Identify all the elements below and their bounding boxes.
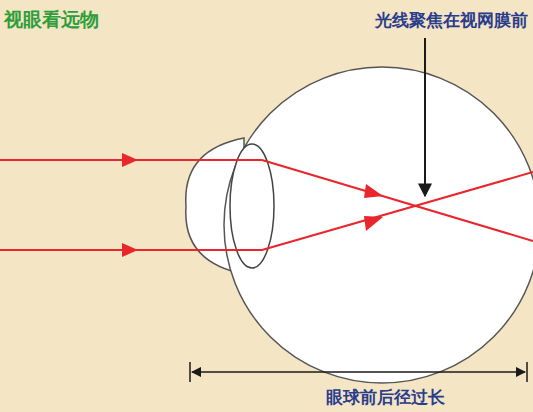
figure-title: 视眼看远物	[4, 8, 99, 31]
pointer-arrow	[424, 38, 426, 196]
dimension-label: 眼球前后径过长	[323, 387, 448, 407]
dimension-line	[190, 362, 527, 382]
light-rays	[0, 160, 533, 250]
eyeball	[224, 67, 533, 383]
ray-arrowheads	[122, 153, 383, 257]
callout-label: 光线聚焦在视网膜前	[375, 10, 528, 30]
